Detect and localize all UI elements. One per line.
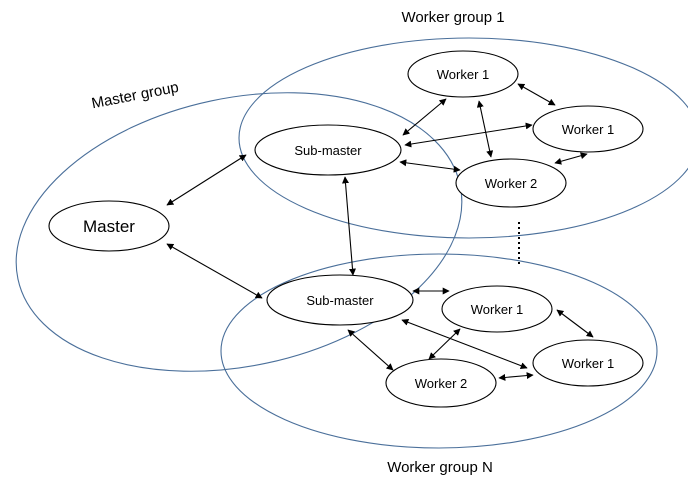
worker-group-1-ellipse <box>238 37 688 239</box>
edge-worker1topn-worker1rightn <box>556 309 594 338</box>
worker2-1-label: Worker 2 <box>485 176 538 191</box>
submaster-1-ellipse <box>254 124 402 176</box>
worker1-right-n-ellipse <box>532 339 644 387</box>
edge-worker1top-worker2 <box>476 100 494 158</box>
edge-worker1top-worker1right <box>517 83 556 106</box>
edge-submaster1-worker1right <box>404 122 533 148</box>
node-worker1-right-groupn: Worker 1 <box>532 339 644 387</box>
master-group-label: Master group <box>90 79 180 113</box>
worker1-right-1-ellipse <box>532 105 644 153</box>
edge-master-submastern <box>166 243 263 299</box>
node-worker1-right-group1: Worker 1 <box>532 105 644 153</box>
edge-submastern-worker2 <box>347 329 394 371</box>
worker2-n-label: Worker 2 <box>415 376 468 391</box>
worker-group-1-label: Worker group 1 <box>401 9 504 26</box>
edge-master-submaster1 <box>166 154 247 206</box>
node-worker1-top-group1: Worker 1 <box>407 50 519 98</box>
worker1-right-1-label: Worker 1 <box>562 122 615 137</box>
master-node-label: Master <box>83 217 135 236</box>
node-worker1-top-groupn: Worker 1 <box>441 285 553 333</box>
edge-submaster1-submastern <box>342 176 356 276</box>
submaster-n-ellipse <box>266 274 414 326</box>
worker-group-n-ellipse <box>220 253 658 449</box>
worker1-top-n-label: Worker 1 <box>471 302 524 317</box>
node-submaster-group1: Sub-master <box>254 124 402 176</box>
worker1-top-1-ellipse <box>407 50 519 98</box>
edge-worker2-worker1right <box>554 152 588 165</box>
node-worker2-group1: Worker 2 <box>455 158 567 208</box>
node-worker2-groupn: Worker 2 <box>385 358 497 408</box>
submaster-n-label: Sub-master <box>306 293 374 308</box>
worker1-right-n-label: Worker 1 <box>562 356 615 371</box>
worker1-top-1-label: Worker 1 <box>437 67 490 82</box>
edge-submaster1-worker1top <box>402 98 447 136</box>
worker1-top-n-ellipse <box>441 285 553 333</box>
node-submaster-groupn: Sub-master <box>266 274 414 326</box>
worker2-1-ellipse <box>455 158 567 208</box>
worker-group-n-label: Worker group N <box>387 459 493 476</box>
master-node-ellipse <box>48 200 170 252</box>
edge-submaster1-worker2 <box>399 159 461 173</box>
submaster-1-label: Sub-master <box>294 143 362 158</box>
edge-worker2n-worker1rightn <box>498 372 534 381</box>
node-master: Master <box>48 200 170 252</box>
edges <box>166 83 594 381</box>
edge-submastern-worker1right <box>401 318 528 370</box>
worker2-n-ellipse <box>385 358 497 408</box>
edge-worker1topn-worker2n <box>428 328 461 360</box>
